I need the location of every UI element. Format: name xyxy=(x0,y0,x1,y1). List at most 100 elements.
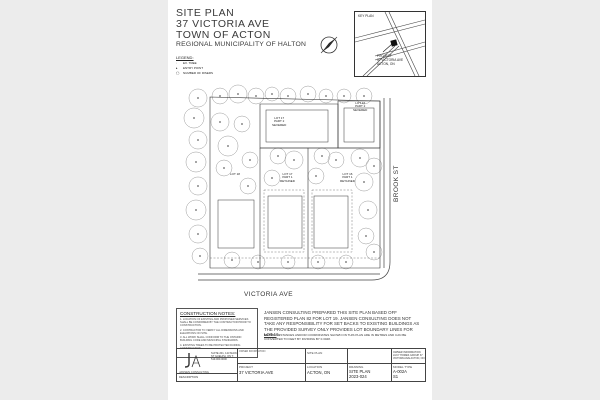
lot-label: LOT 17 PART 2 SEVERED xyxy=(272,116,287,127)
divider xyxy=(305,349,306,381)
legend-item: ◦EX. TREE xyxy=(176,61,197,65)
tree-icon xyxy=(188,88,208,108)
legend-item: ◯NUMBER OF RISERS xyxy=(176,71,213,75)
tree-icon xyxy=(299,85,317,103)
tree-trunk-icon xyxy=(218,94,222,98)
tree-trunk-icon xyxy=(226,144,230,148)
project-number: 2023-024 xyxy=(349,374,367,379)
lot-name: LOT 16 xyxy=(342,172,353,176)
tree-icon xyxy=(188,176,208,196)
revision-label: DESCRIPTION xyxy=(179,375,199,379)
tree-trunk-icon xyxy=(254,94,258,98)
tree-icon xyxy=(215,159,233,177)
tree-icon xyxy=(264,86,280,102)
title-line-3: TOWN OF ACTON xyxy=(176,29,271,41)
north-arrow-icon xyxy=(320,36,338,54)
title-block: JANSEN CONSULTING SUITE 201, 123 MAIN ST… xyxy=(176,348,426,382)
lot-part: PART 1 xyxy=(282,175,293,180)
lot-name: LOT 16 xyxy=(355,101,366,105)
tree-icon: ◦ xyxy=(176,61,178,65)
tree-trunk-icon xyxy=(324,94,328,98)
tree-trunk-icon xyxy=(362,180,366,184)
tree-icon xyxy=(355,87,373,105)
lot-part: PART 2 xyxy=(355,104,366,109)
lot-name: LOT 17 xyxy=(274,116,285,120)
lot-status: RETAINED xyxy=(340,178,355,183)
circle-icon: ◯ xyxy=(176,71,180,75)
tree-trunk-icon xyxy=(334,158,338,162)
tree-icon xyxy=(358,200,378,220)
key-plan-project-label: PROJECT xyxy=(377,54,392,58)
tree-trunk-icon xyxy=(306,92,310,96)
tree-trunk-icon xyxy=(198,254,202,258)
tree-trunk-icon xyxy=(292,158,296,162)
key-plan-title: KEY PLAN xyxy=(358,14,374,18)
model-type-value: A-002A xyxy=(393,369,407,374)
tree-icon xyxy=(228,84,248,104)
tree-trunk-icon xyxy=(344,260,348,264)
arrow-icon: ▸ xyxy=(176,66,178,70)
metric-note: METRIC: DISTANCES AND/OR COORDINATES SHO… xyxy=(264,333,422,341)
owner-label: OWNER INFORMATION xyxy=(393,351,421,354)
note-item: 2. CONTRACTOR TO VERIFY ALL DIMENSIONS A… xyxy=(180,328,244,335)
tree-icon xyxy=(354,172,374,192)
tree-icon xyxy=(280,254,296,270)
disclaimer-text: JANSEN CONSULTING PREPARED THIS SITE PLA… xyxy=(264,310,420,337)
lot-name: LOT 17 xyxy=(282,172,293,176)
tree-icon xyxy=(185,151,207,173)
legend-label: NUMBER OF RISERS xyxy=(183,71,214,75)
site-plan-drawing xyxy=(183,84,391,281)
building-footprint xyxy=(267,195,303,249)
tree-trunk-icon xyxy=(320,154,324,158)
lot-label: LOT 16 PART 2 SEVERED xyxy=(353,101,367,112)
building-footprint xyxy=(217,199,255,249)
metric-text: DISTANCES AND/OR COORDINATES SHOWN ON TH… xyxy=(264,333,407,341)
notes-list: 1. LOCATION OF EXISTING AND PROPOSED SER… xyxy=(180,318,254,351)
title-line-1: SITE PLAN xyxy=(176,7,235,19)
tree-icon xyxy=(210,112,230,132)
tree-icon xyxy=(350,148,370,168)
lot-status: SEVERED xyxy=(272,122,287,127)
tree-icon xyxy=(284,150,304,170)
tree-trunk-icon xyxy=(196,184,200,188)
tree-trunk-icon xyxy=(276,154,280,158)
tree-trunk-icon xyxy=(194,160,198,164)
tree-icon xyxy=(365,243,383,261)
tree-icon xyxy=(327,151,345,169)
location-value: ACTON, ON xyxy=(307,370,331,375)
key-plan-map xyxy=(355,12,425,76)
tree-trunk-icon xyxy=(270,176,274,180)
tree-trunk-icon xyxy=(240,122,244,126)
tree-trunk-icon xyxy=(194,208,198,212)
metric-label: METRIC: xyxy=(264,333,277,337)
tree-icon xyxy=(318,88,334,104)
key-plan: KEY PLAN PROJECT 37 VICTORIA AVE ACTON, … xyxy=(354,11,426,77)
tree-trunk-icon xyxy=(342,94,346,98)
setback-line xyxy=(263,189,305,253)
tree-trunk-icon xyxy=(256,260,260,264)
tree-icon xyxy=(310,254,326,270)
lot-boundary xyxy=(209,96,381,269)
note-item: 1. LOCATION OF EXISTING AND PROPOSED SER… xyxy=(180,318,251,327)
tree-icon xyxy=(191,247,209,265)
lot-name: LOT 18 xyxy=(230,172,240,176)
notes-title: CONSTRUCTION NOTES: xyxy=(180,311,236,316)
tree-trunk-icon xyxy=(366,208,370,212)
legend-item: ▸ENTRY POINT xyxy=(176,66,203,70)
tree-trunk-icon xyxy=(236,92,240,96)
title-line-2: 37 VICTORIA AVE xyxy=(176,18,270,30)
tree-trunk-icon xyxy=(246,184,250,188)
tree-trunk-icon xyxy=(362,94,366,98)
key-plan-project-town: ACTON, ON xyxy=(377,62,395,66)
tree-trunk-icon xyxy=(364,234,368,238)
sheet-title-label: SITE PLAN xyxy=(307,351,323,355)
tree-trunk-icon xyxy=(196,138,200,142)
lot-part: PART 1 xyxy=(342,175,353,180)
lot-label: LOT 17 PART 1 RETAINED xyxy=(280,172,295,183)
legend-title: LEGEND: xyxy=(176,55,194,60)
tree-trunk-icon xyxy=(314,174,318,178)
tree-trunk-icon xyxy=(196,232,200,236)
tree-icon xyxy=(188,224,208,244)
drawing-sheet: SITE PLAN 37 VICTORIA AVE TOWN OF ACTON … xyxy=(168,0,432,400)
divider xyxy=(237,363,425,364)
